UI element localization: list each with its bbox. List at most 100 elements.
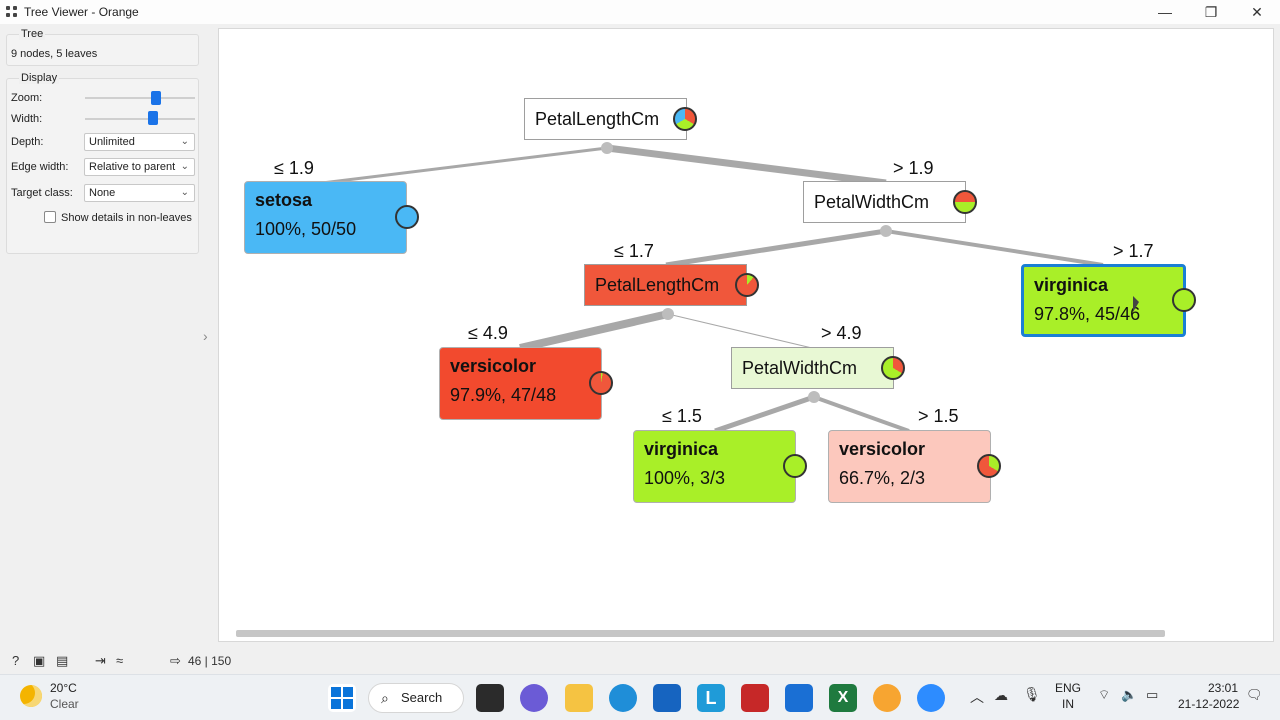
weather-moon-icon [20, 685, 42, 707]
help-icon[interactable]: ? [12, 653, 20, 668]
pie-chart-icon [735, 273, 759, 297]
language-bottom[interactable]: IN [1062, 697, 1074, 711]
width-slider-handle[interactable] [148, 111, 158, 125]
edge-pw-pl2 [665, 228, 887, 268]
edge-pl2-versicolor1 [519, 310, 669, 352]
show-hidden-icons-chevron-icon[interactable]: ︿ [970, 689, 984, 705]
target-class-combo[interactable]: None ⌄ [84, 184, 195, 202]
title-bar: Tree Viewer - Orange — ❐ ✕ [0, 0, 1280, 24]
node-setosa-class: setosa [255, 190, 313, 210]
taskbar: 20°C Clear ⌕ Search L X ︿ ☁ 🎙 ENG IN ⌔ 🔈… [0, 674, 1280, 720]
microphone-icon[interactable]: 🎙 [1023, 686, 1041, 702]
node-versicolor-2-stats: 66.7%, 2/3 [839, 468, 926, 488]
pie-chart-icon [673, 107, 697, 131]
edge-width-value: Relative to parent [89, 161, 176, 173]
notification-icon[interactable]: 🗨 [1246, 687, 1263, 702]
language-top[interactable]: ENG [1055, 681, 1082, 695]
teams-chat-icon[interactable] [520, 684, 548, 712]
edge-label-le-1-9: ≤ 1.9 [274, 158, 314, 178]
display-group-title: Display [19, 72, 60, 84]
pie-chart-icon [1172, 288, 1196, 312]
node-root[interactable]: PetalLengthCm [524, 98, 687, 140]
minimize-button[interactable]: — [1158, 4, 1172, 20]
close-button[interactable]: ✕ [1251, 3, 1263, 20]
pie-chart-icon [395, 205, 419, 229]
edge-junction [662, 308, 674, 320]
edge-label-gt-1-5: > 1.5 [918, 406, 959, 426]
node-setosa[interactable]: setosa 100%, 50/50 [244, 181, 407, 254]
weather-desc[interactable]: Clear [50, 697, 79, 711]
chevron-down-icon: ⌄ [180, 161, 189, 172]
node-setosa-stats: 100%, 50/50 [255, 219, 357, 239]
search-icon: ⌕ [381, 690, 389, 706]
tree-info-group: Tree 9 nodes, 5 leaves [6, 28, 199, 66]
taskbar-search[interactable]: ⌕ Search [368, 683, 464, 713]
depth-value: Unlimited [89, 136, 135, 148]
maximize-button[interactable]: ❐ [1204, 3, 1218, 20]
edge-width-combo[interactable]: Relative to parent ⌄ [84, 158, 195, 176]
node-virginica-1-class: virginica [1034, 275, 1109, 295]
edge-label-le-1-5: ≤ 1.5 [662, 406, 702, 426]
weather-temp[interactable]: 20°C [50, 681, 77, 695]
edge-pw-virginica1 [885, 229, 1104, 267]
node-virginica-2-stats: 100%, 3/3 [644, 468, 726, 488]
linkedin-learning-icon[interactable]: L [697, 684, 725, 712]
tree-summary: 9 nodes, 5 leaves [11, 48, 98, 60]
target-class-value: None [89, 187, 116, 199]
pie-chart-icon [881, 356, 905, 380]
microsoft-store-icon[interactable] [653, 684, 681, 712]
zoom-slider-handle[interactable] [151, 91, 161, 105]
horizontal-scrollbar[interactable] [236, 630, 1165, 637]
edge-label-gt-1-7: > 1.7 [1113, 241, 1154, 261]
output-icon[interactable]: ≈ [116, 653, 124, 668]
file-explorer-icon[interactable] [565, 684, 593, 712]
node-versicolor-1-class: versicolor [450, 356, 537, 376]
clock-time[interactable]: 23:01 [1208, 681, 1239, 695]
wifi-icon[interactable]: ⌔ [1098, 687, 1111, 702]
volume-icon[interactable]: 🔈 [1121, 687, 1138, 702]
battery-icon[interactable]: ▭ [1146, 687, 1159, 702]
node-petallength-2[interactable]: PetalLengthCm [584, 264, 747, 306]
task-view-icon[interactable] [476, 684, 504, 712]
save-icon[interactable]: ▣ [33, 653, 46, 668]
pie-chart-icon [589, 371, 613, 395]
node-petalwidth-1-label: PetalWidthCm [814, 192, 930, 212]
depth-combo[interactable]: Unlimited ⌄ [84, 133, 195, 151]
show-details-checkbox[interactable] [44, 211, 56, 223]
edge-browser-icon[interactable] [609, 684, 637, 712]
pie-chart-icon [977, 454, 1001, 478]
show-details-label: Show details in non-leaves [61, 212, 192, 224]
orange-app-taskbar-icon[interactable] [873, 684, 901, 712]
mcafee-icon[interactable] [741, 684, 769, 712]
cortana-icon[interactable] [785, 684, 813, 712]
edge-pw2-versicolor2 [813, 395, 910, 433]
edge-label-le-4-9: ≤ 4.9 [468, 323, 508, 343]
cloud-icon[interactable]: ☁ [994, 687, 1008, 703]
start-button[interactable] [328, 684, 356, 712]
node-virginica-2[interactable]: virginica 100%, 3/3 [633, 430, 796, 503]
node-versicolor-1[interactable]: versicolor 97.9%, 47/48 [439, 347, 602, 420]
node-petalwidth-1[interactable]: PetalWidthCm [803, 181, 966, 223]
report-icon[interactable]: ▤ [56, 653, 69, 668]
node-root-label: PetalLengthCm [535, 109, 660, 129]
mouse-cursor-icon [1133, 296, 1139, 312]
node-virginica-1[interactable]: virginica 97.8%, 45/46 [1021, 264, 1186, 337]
node-versicolor-2[interactable]: versicolor 66.7%, 2/3 [828, 430, 991, 503]
input-icon[interactable]: ⇥ [95, 653, 106, 668]
clock-date[interactable]: 21-12-2022 [1178, 697, 1240, 711]
orange-app-icon [6, 6, 18, 18]
edge-root-setosa [321, 146, 608, 185]
display-group: Display Zoom: Width: Depth: Unlimited ⌄ … [6, 72, 199, 254]
collapse-panel-arrow-icon[interactable]: › [203, 328, 208, 344]
node-petalwidth-2[interactable]: PetalWidthCm [731, 347, 894, 389]
node-versicolor-2-class: versicolor [839, 439, 926, 459]
width-slider-track [85, 118, 195, 120]
edge-junction [808, 391, 820, 403]
depth-label: Depth: [11, 136, 44, 148]
edge-junction [880, 225, 892, 237]
edge-width-label: Edge width: [11, 161, 69, 173]
excel-icon[interactable]: X [829, 684, 857, 712]
zoom-icon[interactable] [917, 684, 945, 712]
pie-chart-icon [953, 190, 977, 214]
